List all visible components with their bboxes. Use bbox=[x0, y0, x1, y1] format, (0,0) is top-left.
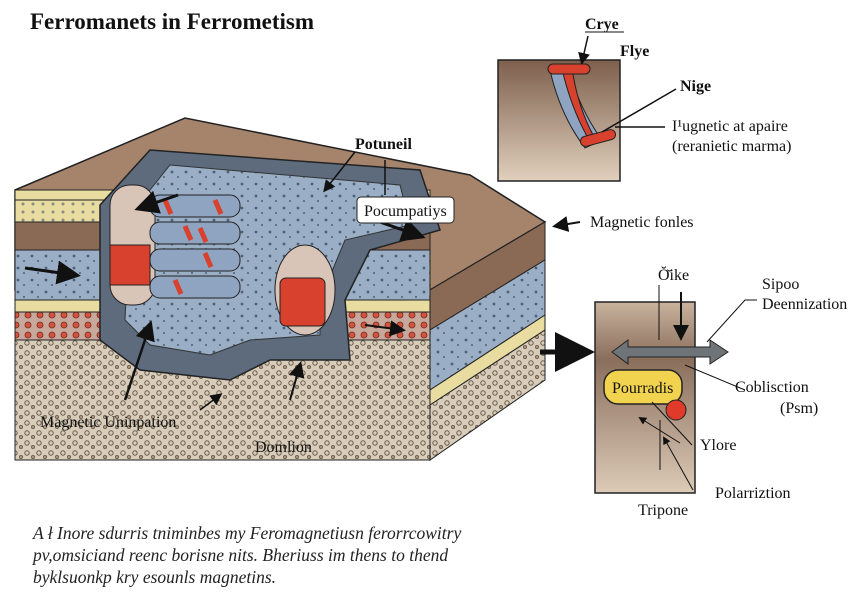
label-nige: Nige bbox=[680, 78, 711, 95]
label-psm: (Psm) bbox=[780, 400, 818, 417]
label-top: Potuneil bbox=[355, 136, 412, 153]
diagram-title: Ferromanets in Ferrometism bbox=[30, 9, 314, 34]
pourradis-blob bbox=[603, 369, 683, 405]
label-flye: Flye bbox=[620, 43, 649, 60]
label-oxike: Ŏ̆ike bbox=[658, 265, 689, 284]
label-tripone: Tripone bbox=[638, 502, 688, 519]
double-arrow-icon bbox=[611, 339, 729, 365]
label-crye: Crye bbox=[585, 16, 619, 33]
inset-top bbox=[497, 31, 677, 182]
caption-line: pv,omsiciand reenc borisne nits. Bherius… bbox=[33, 545, 449, 565]
label-ugnetic: I¹ugnetic at apaire bbox=[672, 118, 788, 135]
label-magnetic-uninpation: Magnetic Uninpation bbox=[40, 414, 176, 431]
caption-line: byklsuonkp kry esounls magnetins. bbox=[33, 567, 277, 587]
label-box bbox=[356, 196, 455, 224]
label-magnetic-fonles: Magnetic fonles bbox=[590, 214, 694, 231]
label-reranietic: (reranietic marma) bbox=[672, 138, 791, 155]
caption-paragraph: A ł Inore sdurris tniminbes my Feromagne… bbox=[33, 522, 553, 588]
label-polarization: Polarriztion bbox=[715, 485, 791, 502]
inset-bottom bbox=[594, 285, 757, 494]
label-sipoo: Sipoo bbox=[762, 276, 799, 293]
main-block bbox=[14, 117, 595, 461]
label-pourradis: Pourradis bbox=[612, 380, 673, 397]
caption-line: A ł Inore sdurris tniminbes my Feromagne… bbox=[33, 523, 462, 543]
label-deennization: Deennization bbox=[762, 296, 847, 313]
label-boxed: Pocumpatiys bbox=[364, 203, 447, 220]
label-ylore: Ylore bbox=[700, 437, 736, 454]
label-domlion: Domlion bbox=[255, 439, 312, 456]
label-coblisction: Coblisction bbox=[735, 379, 809, 396]
domain-cylinders bbox=[109, 184, 336, 336]
